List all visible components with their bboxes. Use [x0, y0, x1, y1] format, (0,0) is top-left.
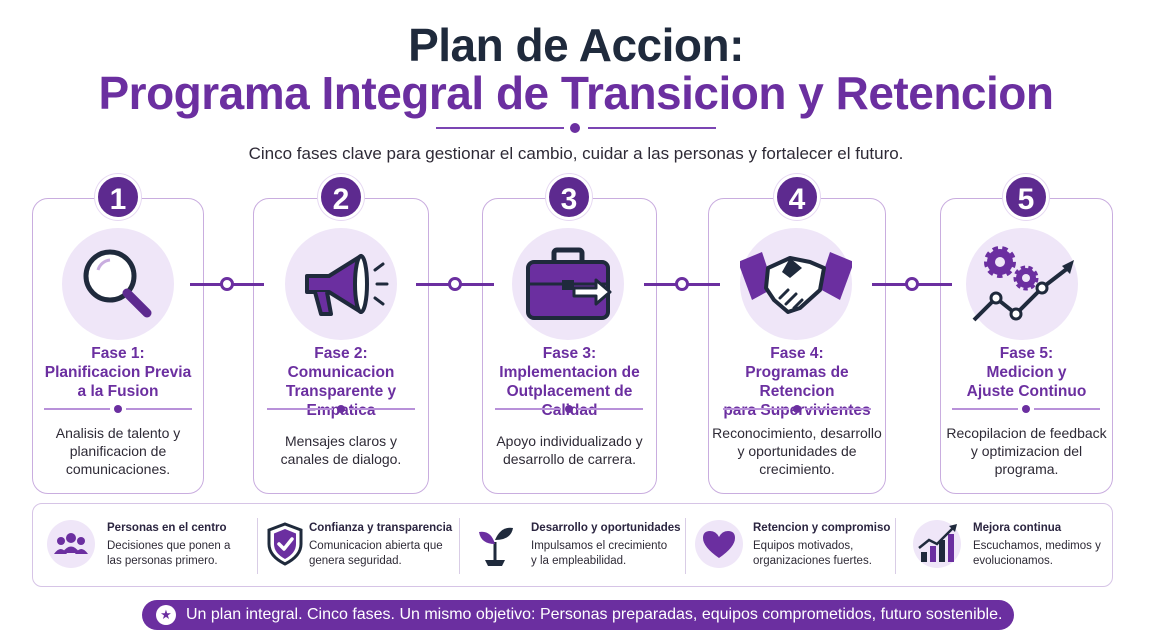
phase-number-badge: 4	[774, 174, 820, 220]
value-item: Confianza y transparencia Comunicacion a…	[259, 504, 459, 588]
phase-number-badge: 3	[546, 174, 592, 220]
value-title: Mejora continua	[973, 522, 1062, 534]
card-divider	[723, 404, 871, 414]
value-item: Personas en el centro Decisiones que pon…	[33, 504, 255, 588]
briefcase-arrow-icon	[512, 228, 624, 340]
value-separator	[257, 518, 258, 574]
card-divider	[267, 404, 415, 414]
shield-check-icon	[261, 520, 309, 568]
value-separator	[459, 518, 460, 574]
handshake-icon	[740, 228, 852, 340]
value-separator	[895, 518, 896, 574]
card-divider	[44, 404, 192, 414]
intro-text: Cinco fases clave para gestionar el camb…	[248, 144, 904, 163]
card-divider	[495, 404, 643, 414]
value-title: Confianza y transparencia	[309, 522, 453, 534]
page-subtitle-heading: Programa Integral de Transicion y Retenc…	[98, 67, 1055, 119]
magnifying-glass-icon	[62, 228, 174, 340]
footer-banner: ★ Un plan integral. Cinco fases. Un mism…	[142, 600, 1014, 630]
megaphone-icon	[285, 228, 397, 340]
phase-number-badge: 5	[1003, 174, 1049, 220]
value-title: Desarrollo y oportunidades	[531, 522, 681, 534]
gears-chart-icon	[966, 228, 1078, 340]
value-title: Retencion y compromiso	[753, 522, 891, 534]
value-description: Equipos motivados,organizaciones fuertes…	[753, 540, 872, 567]
phase-number-badge: 2	[318, 174, 364, 220]
value-separator	[685, 518, 686, 574]
phase-connector-1-2	[190, 277, 264, 291]
phase-number-badge: 1	[95, 174, 141, 220]
title-divider	[436, 120, 716, 136]
growth-chart-icon	[913, 520, 961, 568]
banner-text: Un plan integral. Cinco fases. Un mismo …	[186, 606, 1003, 623]
values-strip: Personas en el centro Decisiones que pon…	[32, 503, 1113, 587]
phase-connector-2-3	[416, 277, 494, 291]
star-icon: ★	[156, 605, 176, 625]
people-icon	[47, 520, 95, 568]
phase-connector-3-4	[644, 277, 720, 291]
value-item: Retencion y compromiso Equipos motivados…	[687, 504, 893, 588]
page-title: Plan de Accion:	[408, 19, 744, 71]
phase-connector-4-5	[872, 277, 952, 291]
heart-icon	[695, 520, 743, 568]
value-title: Personas en el centro	[107, 522, 227, 534]
sprout-icon	[471, 520, 519, 568]
card-divider	[952, 404, 1100, 414]
value-item: Desarrollo y oportunidades Impulsamos el…	[461, 504, 683, 588]
